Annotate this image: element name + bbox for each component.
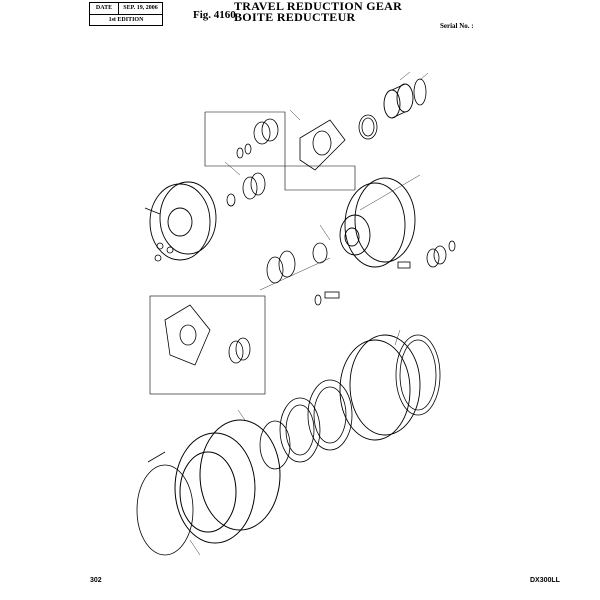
seal-ring: [395, 334, 441, 416]
date-edition-box: DATE SEP. 19, 2006 1st EDITION: [89, 2, 163, 26]
plugs: [154, 242, 174, 262]
planet-gear-middle: [266, 250, 296, 284]
leader-lines: [189, 71, 429, 556]
sun-gear: [242, 172, 266, 200]
page-title: TRAVEL REDUCTION GEAR BOITE REDUCTEUR: [234, 0, 403, 24]
figure-number: Fig. 4160: [193, 9, 236, 21]
gear-right: [426, 245, 447, 268]
bolt: [144, 207, 161, 215]
carrier-top: [299, 119, 346, 171]
ring-gear-drum: [339, 334, 421, 441]
model-number: DX300LL: [530, 577, 560, 584]
spindle-hub: [339, 177, 416, 268]
ring-top: [358, 114, 378, 140]
title-english: TRAVEL REDUCTION GEAR: [234, 0, 403, 13]
washer: [226, 193, 236, 207]
pin-middle: [324, 291, 340, 299]
bearings: [259, 379, 353, 470]
bolt-housing: [147, 451, 166, 463]
washer-middle: [314, 294, 322, 306]
washers-top: [236, 143, 252, 159]
snap-ring-top: [413, 78, 427, 106]
date-label: DATE: [90, 3, 119, 14]
serial-number-label: Serial No. :: [440, 22, 474, 30]
cover-plate: [149, 181, 217, 261]
subassembly-box-top: [204, 111, 356, 191]
page-number: 302: [90, 577, 102, 584]
planet-gear-top: [383, 83, 414, 119]
title-french: BOITE REDUCTEUR: [234, 10, 356, 24]
pin-right: [397, 261, 411, 269]
housing: [174, 419, 281, 544]
edition: 1st EDITION: [108, 17, 144, 23]
subassembly-box-middle: [149, 295, 266, 395]
carrier-middle: [164, 304, 211, 366]
washer-right: [448, 240, 456, 252]
date-value: SEP. 19, 2006: [123, 5, 158, 11]
small-gear-top: [253, 118, 279, 145]
gear-middle-small: [228, 337, 251, 364]
o-ring: [312, 242, 328, 264]
o-ring-large: [136, 464, 194, 556]
